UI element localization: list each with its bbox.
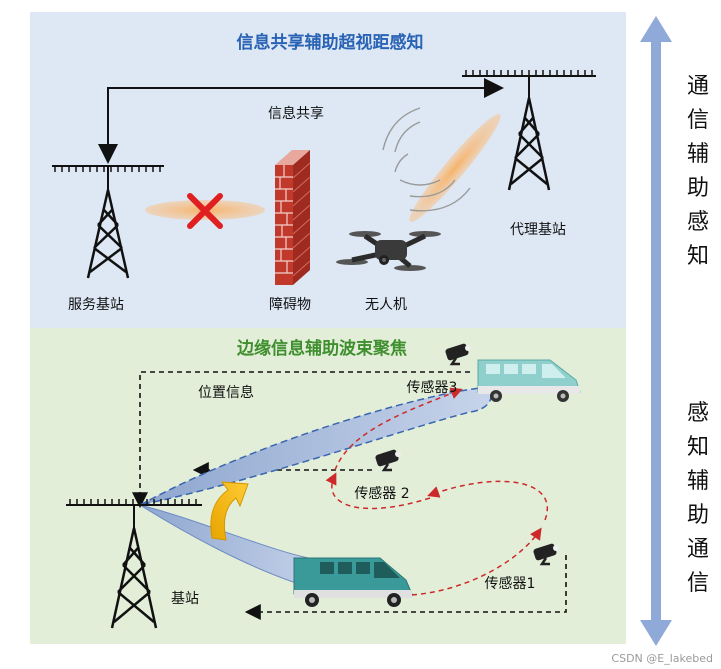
- side-char: 辅: [686, 469, 709, 494]
- sensor-3-camera-icon: [445, 343, 471, 366]
- sensor-3-label: 传感器3: [407, 379, 458, 396]
- proxy-bs-label: 代理基站: [510, 221, 566, 238]
- sensor-2-label: 传感器 2: [354, 485, 409, 502]
- beam-steer-arrow-icon: [210, 481, 249, 541]
- serving-bs-label: 服务基站: [68, 296, 124, 313]
- side-char: 辅: [686, 142, 709, 167]
- upper-beam: [139, 387, 492, 506]
- serving-bs-antenna-icon: [52, 165, 164, 279]
- proxy-bs-antenna-icon: [462, 70, 596, 191]
- top-panel: [30, 12, 626, 328]
- sensor-1-label: 传感器1: [485, 575, 536, 592]
- obstacle-label: 障碍物: [269, 297, 311, 313]
- info-share-label: 信息共享: [268, 105, 324, 122]
- side-text-top: 通 信 辅 助 感 知: [680, 70, 716, 274]
- bottom-panel-title: 边缘信息辅助波束聚焦: [236, 338, 407, 359]
- position-info-label: 位置信息: [198, 384, 254, 401]
- side-char: 助: [686, 503, 709, 528]
- side-char: 通: [686, 74, 709, 99]
- side-double-arrow-icon: [640, 16, 672, 646]
- blocked-x-icon: [187, 193, 223, 229]
- info-share-arrow: [107, 78, 504, 158]
- obstacle-wall-icon: [275, 150, 311, 285]
- base-station-antenna-icon: [66, 499, 202, 629]
- top-panel-title: 信息共享辅助超视距感知: [237, 32, 424, 53]
- side-char: 信: [686, 108, 709, 133]
- side-text-bottom: 感 知 辅 助 通 信: [680, 397, 716, 601]
- watermark: CSDN @E_lakebed: [611, 652, 713, 665]
- sensor-2-camera-icon: [375, 449, 401, 472]
- side-char: 知: [686, 435, 709, 460]
- vehicle-1-icon: [293, 557, 413, 607]
- sensor-1-camera-icon: [533, 543, 559, 566]
- side-char: 助: [686, 176, 709, 201]
- drone-icon: [336, 231, 441, 271]
- side-char: 感: [686, 210, 709, 235]
- side-char: 通: [686, 537, 709, 562]
- vehicle-3-icon: [477, 359, 581, 402]
- drone-label: 无人机: [365, 297, 407, 313]
- base-station-label: 基站: [171, 590, 199, 607]
- side-char: 知: [686, 244, 709, 269]
- side-char: 感: [686, 401, 709, 426]
- signal-waves-icon: [382, 107, 471, 212]
- sensing-trajectory: [325, 387, 548, 596]
- side-char: 信: [686, 571, 709, 596]
